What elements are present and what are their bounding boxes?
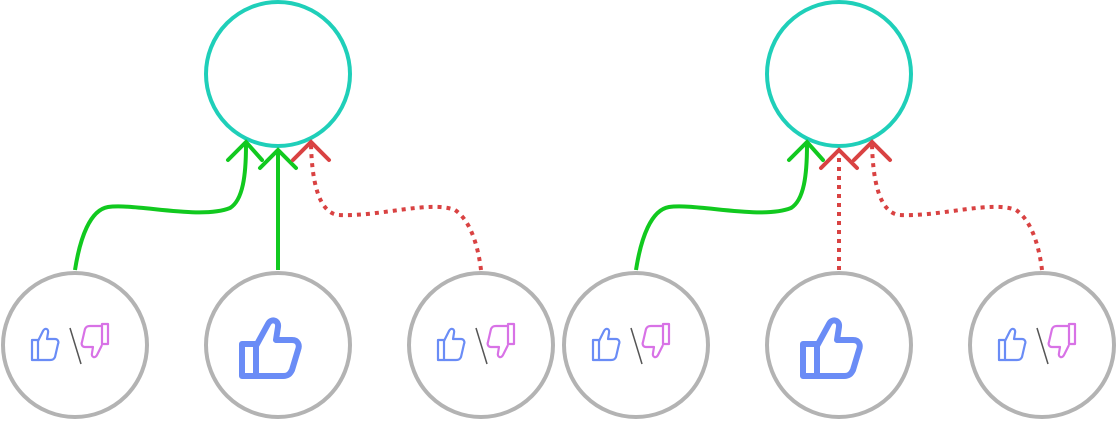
thumbs-up-icon xyxy=(997,327,1027,362)
thumbs-up-icon xyxy=(242,320,299,376)
thumbs-up-icon xyxy=(30,327,60,362)
diagram-left xyxy=(1,0,555,419)
thumbs-up-icon xyxy=(591,327,621,362)
separator xyxy=(1036,327,1049,365)
source-node-positive xyxy=(204,271,352,419)
positive-edge xyxy=(73,139,264,271)
separator xyxy=(69,327,82,365)
separator xyxy=(475,327,488,365)
source-node-ambivalent xyxy=(1,271,149,419)
source-node-ambivalent xyxy=(407,271,555,419)
thumbs-down-icon xyxy=(486,322,516,359)
negative-edge xyxy=(291,139,483,271)
thumbs-up-icon xyxy=(803,320,860,376)
source-node-positive xyxy=(765,271,913,419)
negative-edge xyxy=(819,147,859,270)
diagram-right xyxy=(562,0,1116,419)
positive-edge xyxy=(634,139,825,271)
target-node xyxy=(765,0,913,148)
separator xyxy=(630,327,643,365)
thumbs-up-icon xyxy=(436,327,466,362)
negative-edge xyxy=(852,139,1044,271)
thumbs-down-icon xyxy=(80,322,110,359)
positive-edge xyxy=(258,147,298,270)
target-node xyxy=(204,0,352,148)
thumbs-down-icon xyxy=(1047,322,1077,359)
thumbs-down-icon xyxy=(641,322,671,359)
source-node-ambivalent xyxy=(968,271,1116,419)
source-node-ambivalent xyxy=(562,271,710,419)
